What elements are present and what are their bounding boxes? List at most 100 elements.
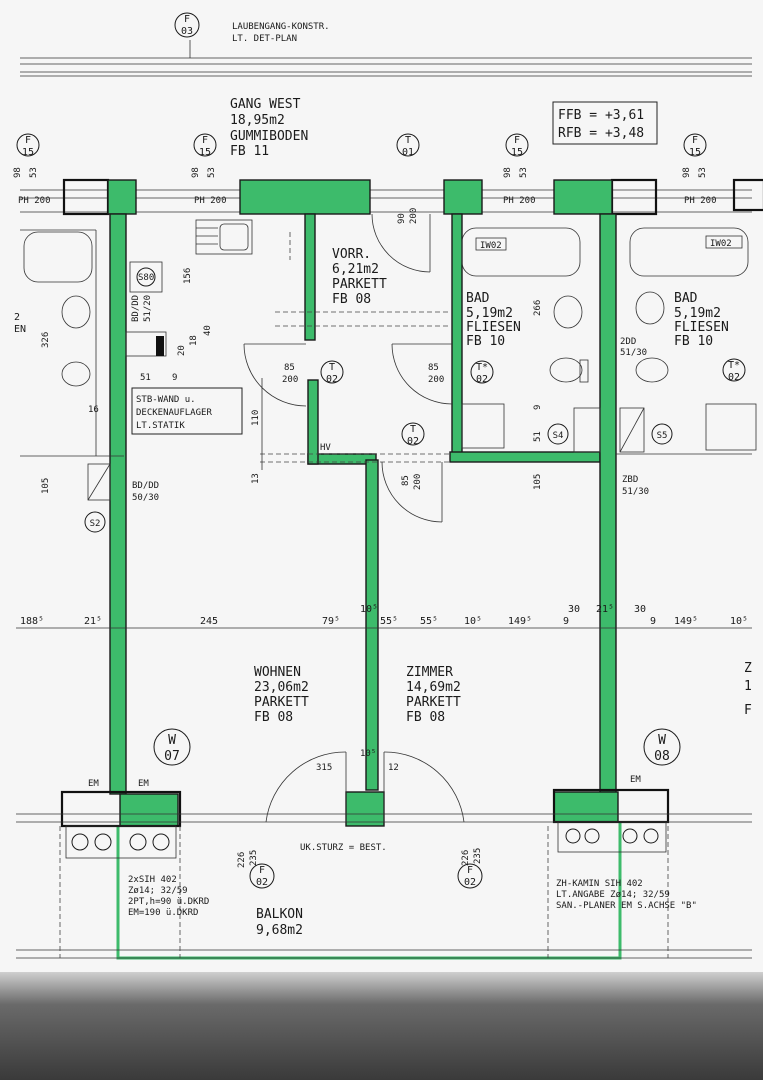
svg-text:STB-WAND u.: STB-WAND u. [136,395,196,405]
svg-text:EM: EM [138,779,149,789]
svg-text:188⁵: 188⁵ [20,616,44,627]
dim-156: 156 [183,268,193,284]
svg-text:149⁵: 149⁵ [674,616,698,627]
ffb-level: FFB = +3,61 [558,108,644,123]
svg-text:53: 53 [519,167,529,178]
svg-text:02: 02 [464,877,476,888]
svg-text:DECKENAUFLAGER: DECKENAUFLAGER [136,408,212,418]
svg-text:S4: S4 [553,431,564,441]
svg-text:40: 40 [203,325,213,336]
svg-text:F: F [202,135,208,146]
svg-text:2PT,h=90 ü.DKRD: 2PT,h=90 ü.DKRD [128,897,209,907]
grid-marker-f03: F 03 [174,12,200,38]
svg-text:53: 53 [698,167,708,178]
svg-text:T*: T* [476,362,488,373]
note-sih-left: 2xSIH 402 Zø14; 32/59 2PT,h=90 ü.DKRD EM… [128,875,209,918]
room-vorr-area: 6,21m2 [332,262,379,277]
svg-text:85: 85 [401,475,411,486]
svg-text:T: T [405,135,411,146]
svg-text:F: F [744,703,752,718]
grid-marker-f15-c: F 15 [505,133,529,158]
svg-text:ZH-KAMIN SIH 402: ZH-KAMIN SIH 402 [556,879,643,889]
dim-105-mid: 105 [533,474,543,490]
svg-text:51/30: 51/30 [622,487,649,497]
room-gang-west: GANG WEST 18,95m2 GUMMIBODEN FB 11 [230,97,308,159]
svg-text:10⁵: 10⁵ [730,616,748,627]
room-zimmer-floor: PARKETT [406,695,461,710]
svg-text:200: 200 [413,474,423,490]
svg-text:02: 02 [476,374,488,385]
svg-text:T: T [410,424,416,435]
right-edge-text: Z 1 F [744,661,752,718]
door-t02-zimmer: T 02 85 200 [381,422,443,523]
svg-text:PH 200: PH 200 [18,196,51,206]
svg-text:F: F [25,135,31,146]
svg-text:T*: T* [728,360,740,371]
window-marker-w07: W 07 [153,728,191,766]
svg-text:51: 51 [533,431,543,442]
svg-text:9: 9 [650,616,656,627]
chimney-right [557,821,667,853]
grid-marker-f15-a: F 15 [16,133,40,158]
room-wohnen-floor: PARKETT [254,695,309,710]
note-stb-wand: STB-WAND u. DECKENAUFLAGER LT.STATIK [131,387,243,435]
svg-text:LT.STATIK: LT.STATIK [136,421,185,431]
svg-text:235: 235 [249,850,259,866]
svg-text:79⁵: 79⁵ [322,616,340,627]
balcony-door-right: 12 10⁵ [360,749,465,823]
svg-text:2DD: 2DD [620,337,636,347]
svg-text:Zø14; 32/59: Zø14; 32/59 [128,886,188,896]
dim-98-53: 98 53 98 53 98 53 98 53 [13,167,708,178]
svg-text:PH 200: PH 200 [684,196,717,206]
room-balkon-name: BALKON [256,907,303,922]
svg-text:90: 90 [397,213,407,224]
room-bad1-fb: FB 10 [466,334,505,349]
grid-marker-f02-left: F 02 226 235 [237,850,275,889]
top-structure [20,40,752,77]
door-entry-swing: 90 200 [371,208,431,273]
dims-110-13: 110 13 [251,378,263,484]
room-zimmer-area: 14,69m2 [406,680,461,695]
room-bad2-name: BAD [674,291,698,306]
svg-text:200: 200 [428,375,444,385]
svg-text:30: 30 [634,604,646,615]
svg-text:ZBD: ZBD [622,475,638,485]
green-walls [107,179,622,960]
svg-text:W: W [168,733,176,748]
svg-text:21⁵: 21⁵ [596,604,614,615]
room-wohnen-area: 23,06m2 [254,680,309,695]
svg-text:07: 07 [164,749,180,764]
room-bad1-name: BAD [466,291,490,306]
room-vorr-name: VORR. [332,247,371,262]
svg-text:PH 200: PH 200 [194,196,227,206]
dim-105-left: 105 [41,478,51,494]
svg-text:F: F [467,865,473,876]
svg-text:55⁵: 55⁵ [420,616,438,627]
svg-text:98: 98 [503,167,513,178]
svg-text:85: 85 [284,363,295,373]
grid-marker-f15-b: F 15 [193,133,217,158]
scan-shadow [0,972,763,1080]
svg-text:02: 02 [326,374,338,385]
room-gang-area: 18,95m2 [230,113,285,128]
edge-text-en: EN [14,324,26,335]
svg-text:F: F [259,865,265,876]
room-bad-2: IW02 BAD 5,19m2 FLIESEN FB 10 2DD 51/30 … [616,227,757,497]
svg-text:2xSIH 402: 2xSIH 402 [128,875,177,885]
svg-text:F: F [514,135,520,146]
dashed-lines [260,232,450,463]
svg-text:18: 18 [189,335,199,346]
svg-text:Z: Z [744,661,752,676]
grid-marker-f02-right: F 02 226 235 [457,848,483,889]
reference-line-1: LAUBENGANG-KONSTR. [232,22,330,32]
room-gang-name: GANG WEST [230,97,301,112]
svg-text:21⁵: 21⁵ [84,616,102,627]
svg-text:EM: EM [88,779,99,789]
svg-text:EM=190 ü.DKRD: EM=190 ü.DKRD [128,908,198,918]
note-sih-right: ZH-KAMIN SIH 402 LT.ANGABE Zø14; 32/59 S… [556,879,697,911]
svg-text:15: 15 [511,147,523,158]
svg-text:1: 1 [744,679,752,694]
balcony: BALKON 9,68m2 UK.STURZ = BEST. [16,813,752,959]
rfb-level: RFB = +3,48 [558,126,644,141]
svg-text:110: 110 [251,410,261,426]
